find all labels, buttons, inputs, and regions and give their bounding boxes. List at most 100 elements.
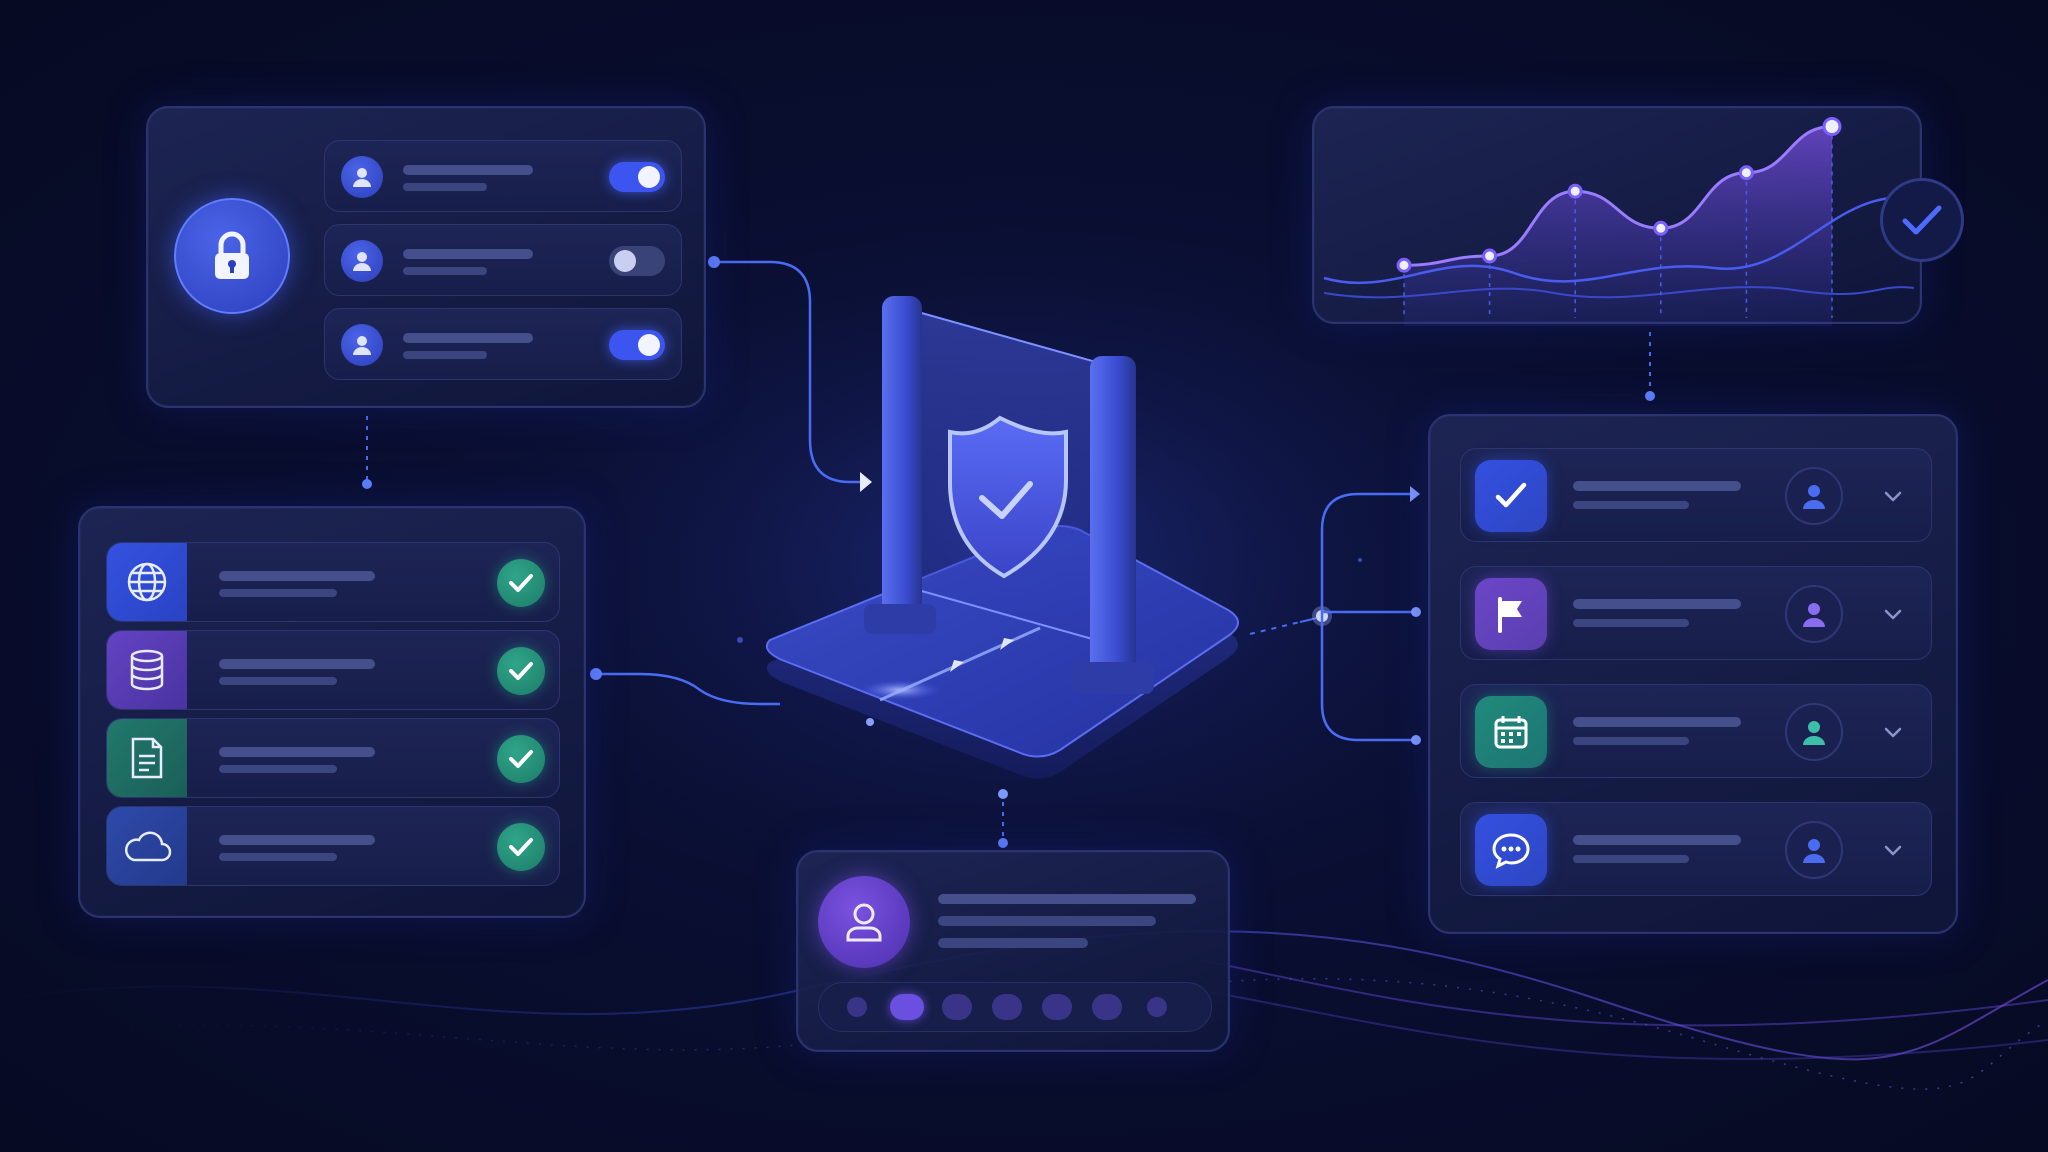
expand-button[interactable] <box>1881 838 1905 862</box>
check-icon <box>509 574 533 592</box>
user-access-row[interactable] <box>324 140 682 212</box>
service-icon-tile <box>107 543 187 621</box>
user-icon <box>1803 839 1825 863</box>
flag-icon <box>1498 597 1522 633</box>
database-icon <box>130 649 164 691</box>
text-placeholder <box>1573 737 1689 745</box>
pagination-dots[interactable] <box>819 983 1211 1031</box>
task-icon-tile <box>1475 460 1547 532</box>
access-toggle[interactable] <box>609 246 665 276</box>
text-placeholder <box>938 894 1196 904</box>
text-placeholder <box>219 747 375 757</box>
task-row[interactable] <box>1460 448 1932 542</box>
tasks-panel <box>1428 414 1958 934</box>
chart-status-badge <box>1880 178 1964 262</box>
access-toggle[interactable] <box>609 330 665 360</box>
user-icon <box>846 903 882 942</box>
calendar-icon <box>1494 716 1528 749</box>
text-placeholder <box>403 249 533 259</box>
text-placeholder <box>1573 835 1741 845</box>
pagination-dot[interactable] <box>890 994 924 1020</box>
text-placeholder <box>219 589 337 597</box>
access-toggle[interactable] <box>609 162 665 192</box>
service-icon-tile <box>107 631 187 709</box>
service-row-web[interactable] <box>106 542 560 622</box>
assignee-avatar[interactable] <box>1785 585 1843 643</box>
status-badge <box>497 559 545 607</box>
task-icon-tile <box>1475 696 1547 768</box>
chevron-down-icon <box>1884 845 1902 856</box>
status-badge <box>497 823 545 871</box>
text-placeholder <box>938 916 1156 926</box>
tertiary-line <box>1323 286 1915 299</box>
chart-panel <box>1312 106 1922 326</box>
text-placeholder <box>1573 717 1741 727</box>
service-row-cloud[interactable] <box>106 806 560 886</box>
task-icon-tile <box>1475 578 1547 650</box>
text-placeholder <box>403 267 487 275</box>
status-badge <box>497 735 545 783</box>
pagination-dot[interactable] <box>847 997 867 1017</box>
task-row[interactable] <box>1460 566 1932 660</box>
service-row-database[interactable] <box>106 630 560 710</box>
pagination-dot[interactable] <box>1092 994 1122 1020</box>
check-icon <box>509 750 533 768</box>
task-icon-tile <box>1475 814 1547 886</box>
trend-chart <box>1323 117 1915 326</box>
profile-panel <box>796 850 1230 1052</box>
text-placeholder <box>1573 855 1689 863</box>
text-placeholder <box>403 165 533 175</box>
globe-icon <box>127 562 167 602</box>
pagination-dot[interactable] <box>1147 997 1167 1017</box>
chart-point <box>1653 220 1669 236</box>
services-panel <box>78 506 586 918</box>
assignee-avatar[interactable] <box>1785 467 1843 525</box>
text-placeholder <box>219 677 337 685</box>
check-icon <box>509 662 533 680</box>
expand-button[interactable] <box>1881 720 1905 744</box>
service-icon-tile <box>107 719 187 797</box>
expand-button[interactable] <box>1881 602 1905 626</box>
chart-area <box>1404 126 1832 326</box>
text-placeholder <box>1573 599 1741 609</box>
user-avatar <box>341 240 383 282</box>
assignee-avatar[interactable] <box>1785 703 1843 761</box>
pagination-dot[interactable] <box>992 994 1022 1020</box>
chevron-down-icon <box>1884 727 1902 738</box>
profile-avatar[interactable] <box>818 876 910 968</box>
lock-icon <box>215 231 249 279</box>
service-row-document[interactable] <box>106 718 560 798</box>
check-icon <box>509 838 533 856</box>
expand-button[interactable] <box>1881 484 1905 508</box>
chart-point <box>1738 165 1754 181</box>
chevron-down-icon <box>1884 491 1902 502</box>
lock-badge <box>174 198 290 314</box>
document-icon <box>131 737 163 779</box>
chat-icon <box>1492 833 1530 869</box>
check-icon <box>1495 482 1527 508</box>
user-icon <box>1803 485 1825 509</box>
task-row[interactable] <box>1460 684 1932 778</box>
text-placeholder <box>403 183 487 191</box>
pagination-dot[interactable] <box>942 994 972 1020</box>
text-placeholder <box>1573 481 1741 491</box>
user-icon <box>1803 603 1825 627</box>
text-placeholder <box>219 571 375 581</box>
user-avatar <box>341 156 383 198</box>
user-icon <box>353 168 371 187</box>
chart-point <box>1482 248 1498 264</box>
service-icon-tile <box>107 807 187 885</box>
pagination-bar <box>818 982 1212 1032</box>
text-placeholder <box>1573 619 1689 627</box>
user-access-row[interactable] <box>324 224 682 296</box>
assignee-avatar[interactable] <box>1785 821 1843 879</box>
task-row[interactable] <box>1460 802 1932 896</box>
text-placeholder <box>219 765 337 773</box>
text-placeholder <box>219 659 375 669</box>
check-icon <box>1902 205 1942 235</box>
chart-point <box>1396 257 1412 273</box>
text-placeholder <box>219 853 337 861</box>
user-access-row[interactable] <box>324 308 682 380</box>
pagination-dot[interactable] <box>1042 994 1072 1020</box>
